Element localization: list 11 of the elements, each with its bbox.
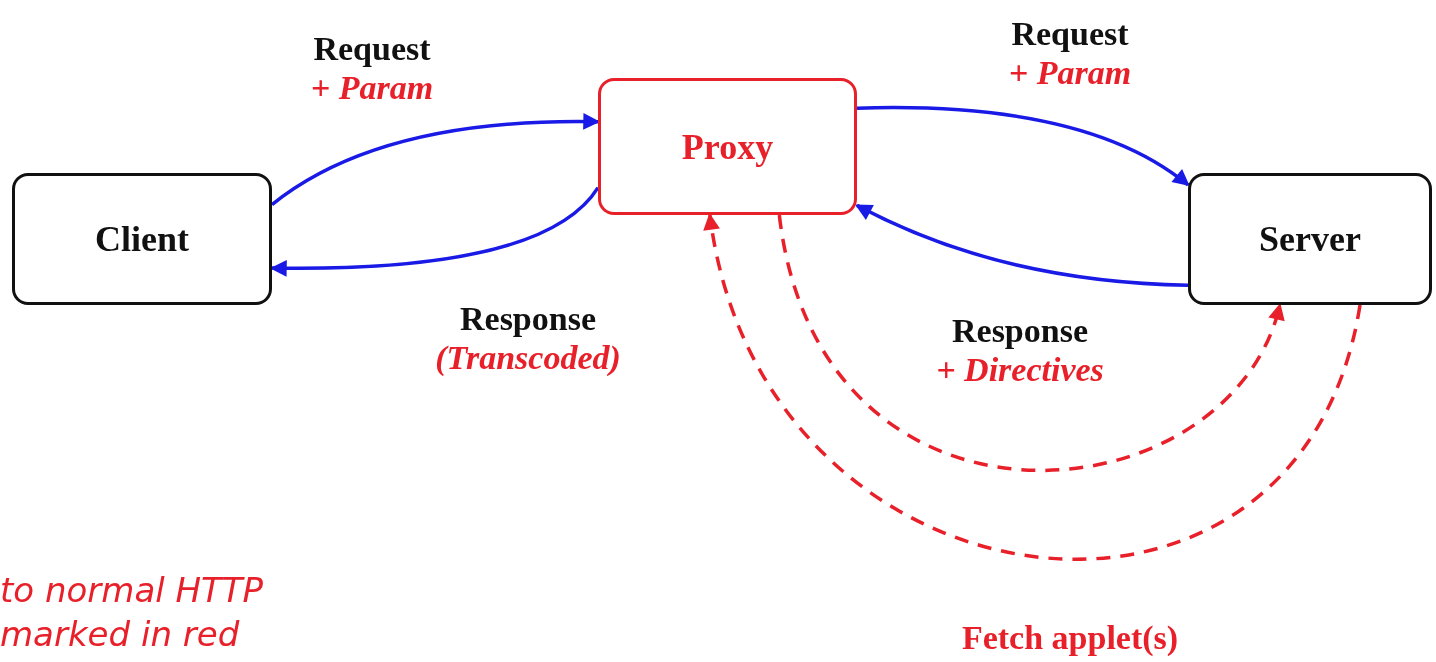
arrow: [856, 105, 1190, 187]
arrow: [855, 203, 1189, 287]
process-box: [12, 173, 272, 305]
dashed-arrow: [777, 214, 1283, 472]
process-box: [1188, 173, 1432, 305]
node-label: Proxy: [681, 125, 774, 168]
node-label: Server: [1259, 218, 1361, 260]
node-label: Client: [95, 218, 189, 260]
note-text: to normal HTTP marked in red: [0, 569, 265, 657]
dashed-arrow: [704, 213, 1362, 560]
process-box: [598, 78, 857, 215]
